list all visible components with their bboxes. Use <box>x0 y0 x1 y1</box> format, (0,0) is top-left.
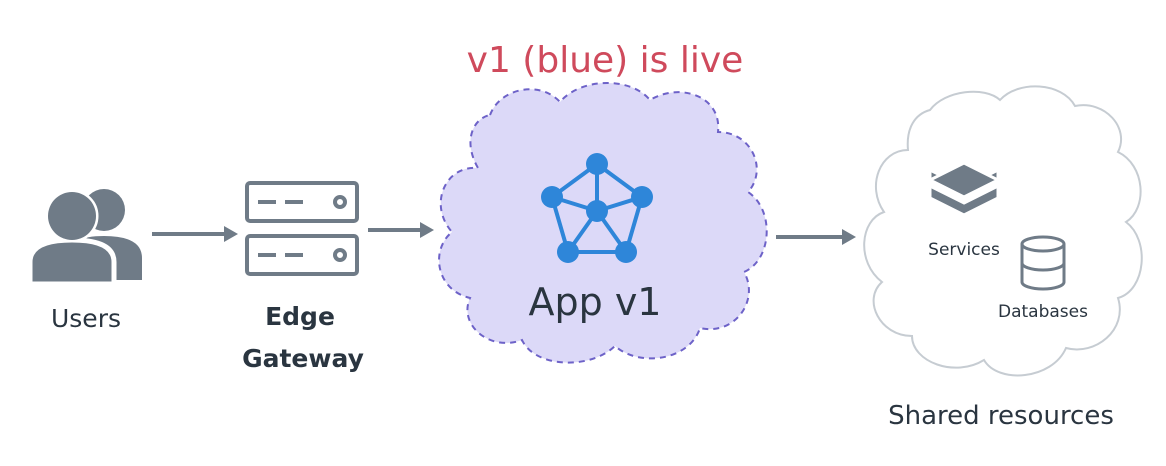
arrow-users-to-gateway <box>152 226 238 242</box>
gateway-label-line1: Edge <box>265 302 335 331</box>
services-label: Services <box>928 240 1000 260</box>
databases-label: Databases <box>998 302 1088 322</box>
app-label: App v1 <box>529 280 662 324</box>
arrow-gateway-to-app <box>368 222 434 238</box>
gateway-label-line2: Gateway <box>242 344 364 373</box>
users-icon <box>30 189 142 284</box>
shared-cloud <box>864 86 1142 375</box>
shared-resources-label: Shared resources <box>888 401 1114 431</box>
users-label: Users <box>51 304 121 333</box>
arrow-app-to-shared <box>776 229 856 245</box>
server-stack-icon <box>247 183 357 274</box>
headline: v1 (blue) is live <box>467 40 744 81</box>
